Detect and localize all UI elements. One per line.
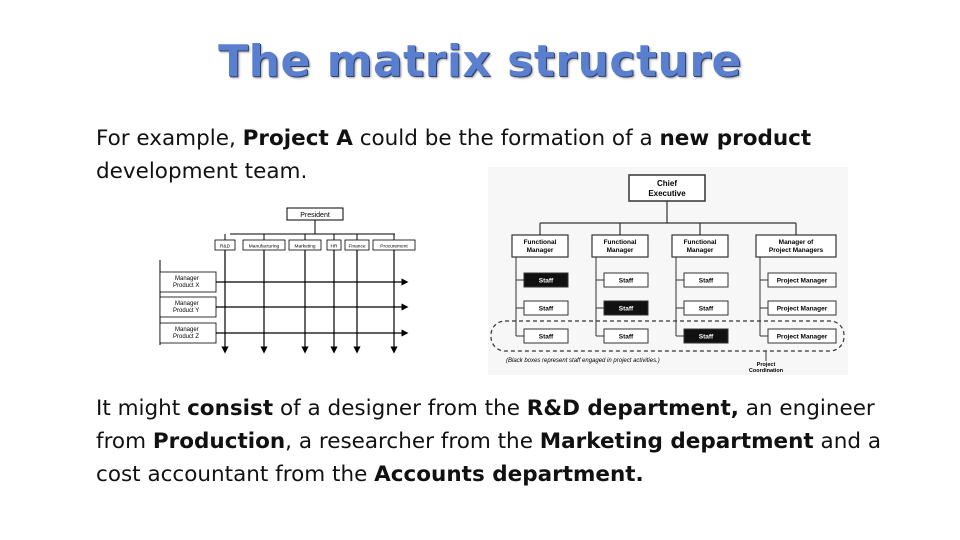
president-label: President <box>300 212 330 219</box>
project-coordination-outline <box>490 320 845 352</box>
chief-executive-box <box>628 174 706 202</box>
column-head-line2: Manager <box>607 247 634 254</box>
chief-line2: Executive <box>648 189 686 198</box>
staff-box <box>523 300 569 316</box>
staff-label: Project Manager <box>777 306 828 313</box>
column-head-line2: Manager <box>687 247 714 254</box>
manager-box <box>159 271 217 293</box>
manager-line1: Manager <box>175 327 199 333</box>
bold-accounts-department: Accounts department. <box>374 462 644 487</box>
manager-line2: Product X <box>173 283 199 289</box>
text: For example, <box>96 126 243 151</box>
staff-label: Staff <box>619 306 634 313</box>
text: and a cost accountant from the <box>96 429 882 487</box>
staff-box <box>603 328 649 344</box>
legend-note: (Black boxes represent staff engaged in … <box>506 358 660 364</box>
staff-label: Staff <box>539 306 554 313</box>
staff-label: Staff <box>619 334 634 341</box>
coord-line1: Project <box>757 362 776 368</box>
column-head-box <box>671 234 729 258</box>
staff-box <box>683 272 729 288</box>
bold-rd-department: R&D department, <box>526 396 739 421</box>
column-head-line2: Manager <box>527 247 554 254</box>
staff-box <box>767 328 837 344</box>
column-head-box <box>511 234 569 258</box>
coord-line2: Coordination <box>749 368 784 374</box>
staff-label: Staff <box>699 306 714 313</box>
manager-box <box>159 296 217 318</box>
bold-project-a: Project A <box>242 126 353 151</box>
staff-box <box>767 300 837 316</box>
bold-production: Production <box>152 429 286 454</box>
text: could be the formation of a <box>352 126 660 151</box>
manager-line2: Product Y <box>173 308 199 314</box>
text: , a researcher from the <box>285 429 540 454</box>
matrix-diagram-left: President R&D Manufacturing Marketing HR Fin… <box>159 207 416 354</box>
matrix-diagram-right: Chief Executive FunctionalManagerStaffSt… <box>488 167 848 375</box>
right-columns: FunctionalManagerStaffStaffStaffFunction… <box>511 223 837 344</box>
manager-line1: Manager <box>175 301 199 307</box>
staff-box-project <box>683 328 729 344</box>
department-label: Procurement <box>380 244 408 250</box>
staff-box <box>683 300 729 316</box>
staff-label: Staff <box>619 278 634 285</box>
department-label: HR <box>331 244 338 250</box>
column-head-line1: Manager of <box>779 239 815 246</box>
bold-consist: consist <box>187 396 274 421</box>
column-head-line1: Functional <box>684 239 717 246</box>
staff-box <box>767 272 837 288</box>
staff-box <box>523 328 569 344</box>
department-row: R&D Manufacturing Marketing HR Finance Procur… <box>214 234 416 354</box>
text: of a designer from the <box>273 396 527 421</box>
detail-paragraph: It might consist of a designer from the … <box>96 392 896 491</box>
column-head-line1: Functional <box>604 239 637 246</box>
column-head-line2: Project Managers <box>769 247 824 254</box>
staff-box <box>603 272 649 288</box>
staff-label: Staff <box>539 278 554 285</box>
intro-paragraph: For example, Project A could be the form… <box>96 122 876 188</box>
staff-label: Staff <box>699 334 714 341</box>
manager-line1: Manager <box>175 276 199 282</box>
department-label: Manufacturing <box>249 244 280 250</box>
staff-box-project <box>603 300 649 316</box>
column-head-line1: Functional <box>524 239 557 246</box>
department-label: R&D <box>220 244 231 250</box>
text: It might <box>96 396 188 421</box>
manager-line2: Product Z <box>173 334 199 340</box>
staff-label: Project Manager <box>777 334 828 341</box>
staff-box-project <box>523 272 569 288</box>
manager-box <box>159 322 217 344</box>
text: an engineer from <box>96 396 875 454</box>
department-label: Finance <box>348 244 365 250</box>
bold-new-product: new product <box>659 126 812 151</box>
staff-label: Staff <box>539 334 554 341</box>
text: development team. <box>96 159 308 184</box>
column-head-box <box>591 234 649 258</box>
page-title: The matrix structure <box>218 36 742 87</box>
column-head-box <box>755 234 837 258</box>
staff-label: Staff <box>699 278 714 285</box>
bold-marketing-department: Marketing department <box>539 429 814 454</box>
department-label: Marketing <box>294 244 315 250</box>
staff-label: Project Manager <box>777 278 828 285</box>
chief-line1: Chief <box>657 179 677 188</box>
